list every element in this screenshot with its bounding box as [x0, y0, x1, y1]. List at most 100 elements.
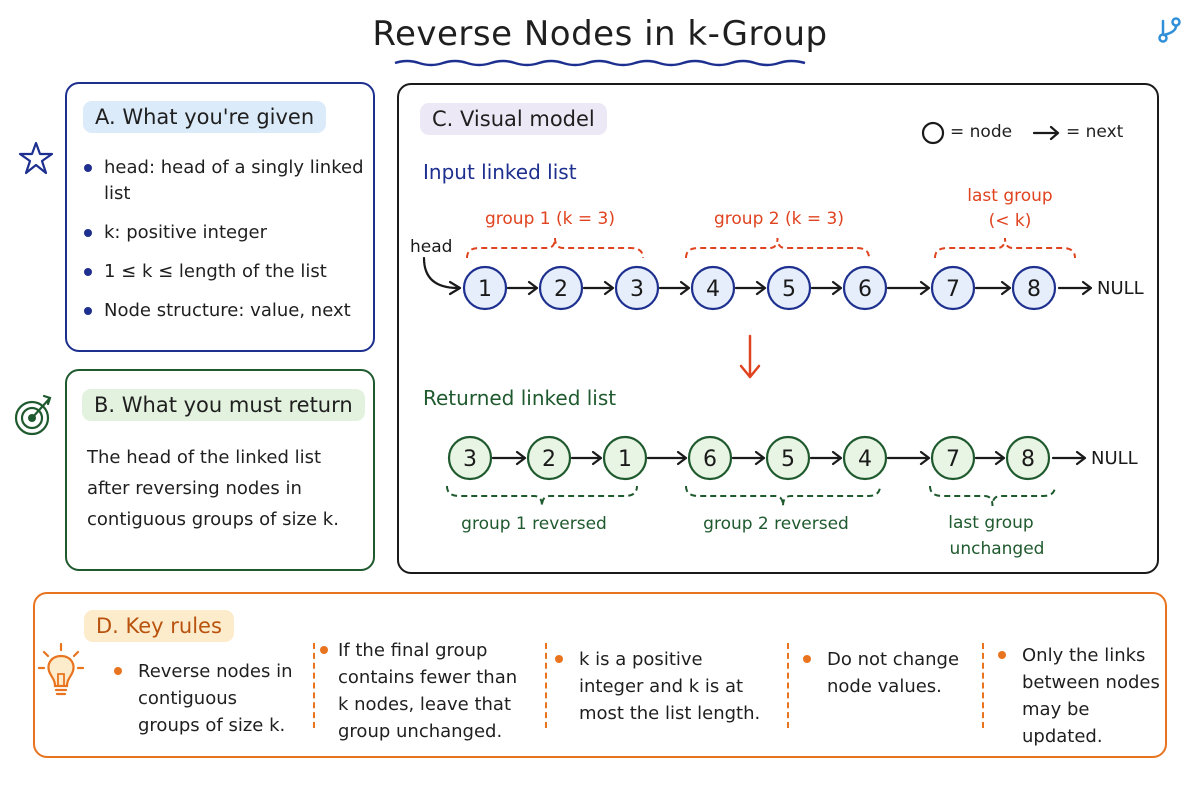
rule-divider — [545, 643, 547, 728]
rule-text: Reverse nodes in contiguous groups of si… — [138, 661, 293, 736]
rule-divider — [982, 643, 984, 728]
list-item: 1 ≤ k ≤ length of the list — [82, 259, 367, 285]
input-node-value: 2 — [554, 277, 568, 302]
returned-next-arrow — [491, 450, 527, 466]
rule-item: Reverse nodes in contiguous groups of si… — [114, 658, 294, 739]
returned-node — [1005, 435, 1051, 481]
input-null-label: NULL — [1097, 278, 1144, 299]
given-heading: A. What you're given — [83, 101, 327, 133]
returned-node — [687, 435, 733, 481]
input-list-label: Input linked list — [423, 160, 577, 184]
input-group-label: group 2 (k = 3) — [714, 209, 844, 229]
returned-node — [842, 435, 888, 481]
bullet-icon — [803, 655, 811, 663]
given-list: head: head of a singly linked list k: po… — [82, 155, 367, 337]
input-node-value: 4 — [706, 277, 720, 302]
input-group-label: (< k) — [989, 211, 1032, 231]
returned-node-value: 5 — [781, 447, 795, 472]
input-next-arrow — [734, 280, 767, 296]
arrow-legend-icon — [1032, 125, 1060, 141]
input-node — [614, 265, 660, 311]
input-node — [538, 265, 584, 311]
list-item: head: head of a singly linked list — [82, 155, 367, 207]
bullet-icon — [320, 646, 328, 654]
visual-model-heading: C. Visual model — [420, 103, 607, 135]
rule-item: Only the links between nodes may be upda… — [998, 642, 1163, 750]
returned-node — [447, 435, 493, 481]
input-node-value: 7 — [946, 277, 960, 302]
returned-group-label: group 2 reversed — [703, 514, 849, 534]
node-legend-icon — [921, 121, 945, 145]
returned-list-label: Returned linked list — [423, 386, 617, 410]
returned-node-value: 1 — [618, 447, 632, 472]
input-node-value: 5 — [782, 277, 796, 302]
input-node — [462, 265, 508, 311]
rule-text: Do not change node values. — [827, 649, 960, 697]
input-node — [766, 265, 812, 311]
title-underline — [394, 59, 806, 67]
returned-node — [930, 435, 976, 481]
returned-node — [526, 435, 572, 481]
returned-next-arrow — [1051, 450, 1087, 466]
input-next-arrow — [582, 280, 615, 296]
returned-next-arrow — [646, 450, 688, 466]
head-label: head — [410, 237, 452, 257]
returned-group-label: unchanged — [950, 539, 1045, 559]
input-node — [842, 265, 888, 311]
given-panel — [65, 82, 375, 352]
returned-node-value: 6 — [703, 447, 717, 472]
input-node-value: 8 — [1027, 277, 1041, 302]
legend-next-label: = next — [1066, 122, 1124, 142]
returned-group-brace — [929, 485, 1056, 507]
rule-text: If the final group contains fewer than k… — [338, 640, 518, 742]
returned-group-label: last group — [948, 513, 1033, 533]
rule-text: Only the links between nodes may be upda… — [1022, 645, 1160, 747]
rule-divider — [787, 643, 789, 728]
rule-divider — [313, 643, 315, 728]
returned-group-brace — [446, 485, 638, 507]
rule-item: k is a positive integer and k is at most… — [555, 646, 770, 727]
return-panel — [65, 369, 375, 571]
input-next-arrow — [658, 280, 691, 296]
rule-item: If the final group contains fewer than k… — [320, 637, 520, 745]
bullet-icon — [998, 651, 1006, 659]
input-group-brace — [466, 237, 644, 259]
branch-icon[interactable] — [1156, 16, 1184, 44]
returned-group-label: group 1 reversed — [461, 514, 607, 534]
input-node — [1011, 265, 1057, 311]
input-node-value: 1 — [478, 277, 492, 302]
returned-node-value: 2 — [542, 447, 556, 472]
return-text: The head of the linked list after revers… — [87, 447, 339, 530]
returned-next-arrow — [570, 450, 603, 466]
input-node-value: 6 — [858, 277, 872, 302]
legend-node-label: = node — [950, 122, 1013, 142]
input-group-label: last group — [967, 186, 1052, 206]
input-node-value: 3 — [630, 277, 644, 302]
input-next-arrow — [506, 280, 539, 296]
transform-arrow — [739, 334, 761, 379]
input-next-arrow — [886, 280, 931, 296]
input-next-arrow — [810, 280, 843, 296]
returned-node-value: 7 — [946, 447, 960, 472]
returned-null-label: NULL — [1091, 448, 1138, 469]
bullet-icon — [114, 667, 122, 675]
visual-model-panel — [397, 83, 1159, 574]
returned-next-arrow — [974, 450, 1006, 466]
rules-panel — [33, 592, 1167, 758]
bullet-icon — [555, 655, 563, 663]
input-next-arrow — [1057, 280, 1093, 296]
list-item: Node structure: value, next — [82, 298, 367, 324]
input-next-arrow — [974, 280, 1012, 296]
rules-heading: D. Key rules — [84, 610, 234, 642]
returned-node-value: 4 — [858, 447, 872, 472]
head-arrow — [422, 256, 462, 296]
returned-node — [602, 435, 648, 481]
returned-next-arrow — [731, 450, 766, 466]
returned-next-arrow — [886, 450, 931, 466]
returned-node-value: 8 — [1021, 447, 1035, 472]
rule-item: Do not change node values. — [803, 646, 973, 700]
target-icon — [14, 394, 52, 436]
input-node — [690, 265, 736, 311]
returned-group-brace — [685, 485, 881, 507]
